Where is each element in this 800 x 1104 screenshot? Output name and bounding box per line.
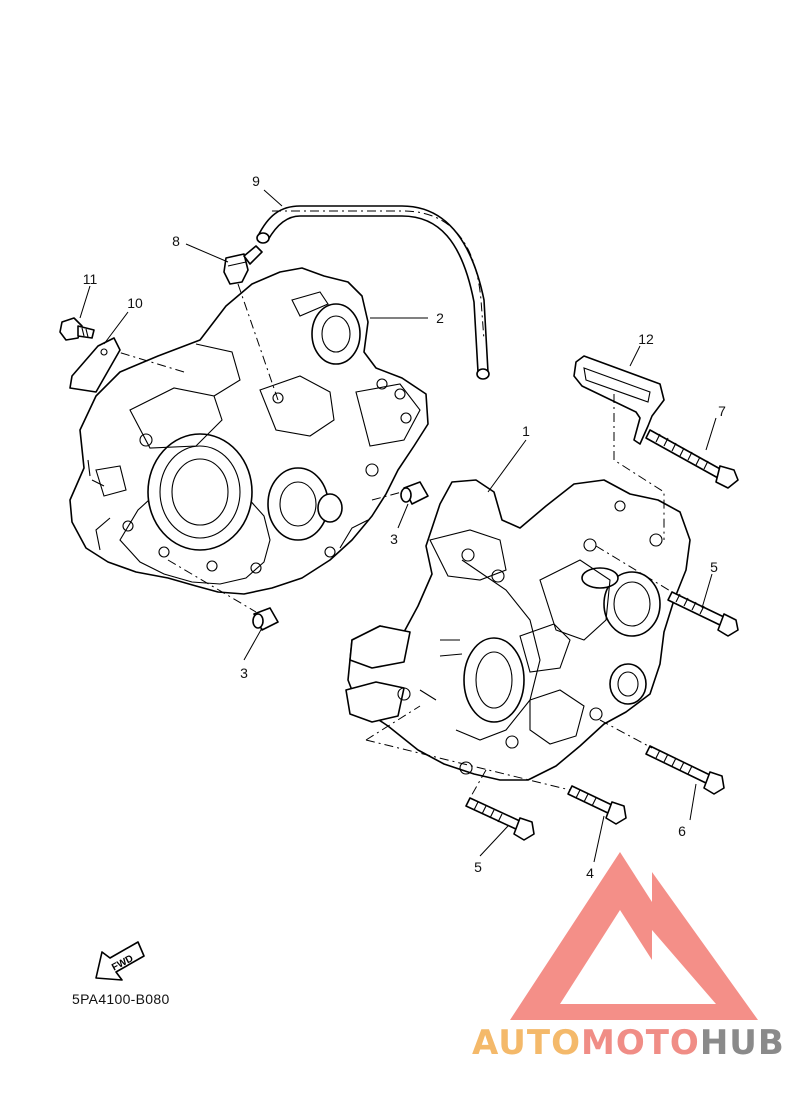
callout-9: 9 [252,173,260,189]
bolt-5-lower [465,797,535,841]
left-crankcase [69,267,429,595]
callout-5-upper: 5 [710,559,718,575]
bolt-7 [645,429,739,489]
dowel-pin-upper [400,481,429,505]
hose-fitting [223,245,263,285]
callout-5-lower: 5 [474,859,482,875]
clamp-plate-10 [69,337,121,393]
bolt-4 [567,785,627,825]
bolt-11 [59,317,95,341]
callout-12: 12 [638,331,654,347]
drawing-code: 5PA4100-B080 [72,991,170,1007]
callout-3-lower: 3 [240,665,248,681]
bolt-5-upper [667,591,739,637]
breather-hose [256,205,490,380]
callout-7: 7 [718,403,726,419]
callout-10: 10 [127,295,143,311]
callout-labels: 1 2 3 3 4 5 5 6 7 8 9 10 11 12 [83,173,726,881]
bolt-6 [645,745,725,795]
callout-3-upper: 3 [390,531,398,547]
callout-8: 8 [172,233,180,249]
bracket-12 [573,355,665,445]
callout-6: 6 [678,823,686,839]
assembly-lines [117,283,673,799]
watermark-brand: AUTOMOTOHUB [472,1023,785,1063]
callout-2: 2 [436,310,444,326]
callout-1: 1 [522,423,530,439]
dowel-pin-lower [252,607,279,631]
watermark-logo-icon [510,852,758,1020]
leader-lines [79,189,717,863]
callout-4: 4 [586,865,594,881]
fwd-arrow-icon: FWD [95,941,145,981]
callout-11: 11 [83,271,98,287]
right-crankcase [345,479,691,781]
